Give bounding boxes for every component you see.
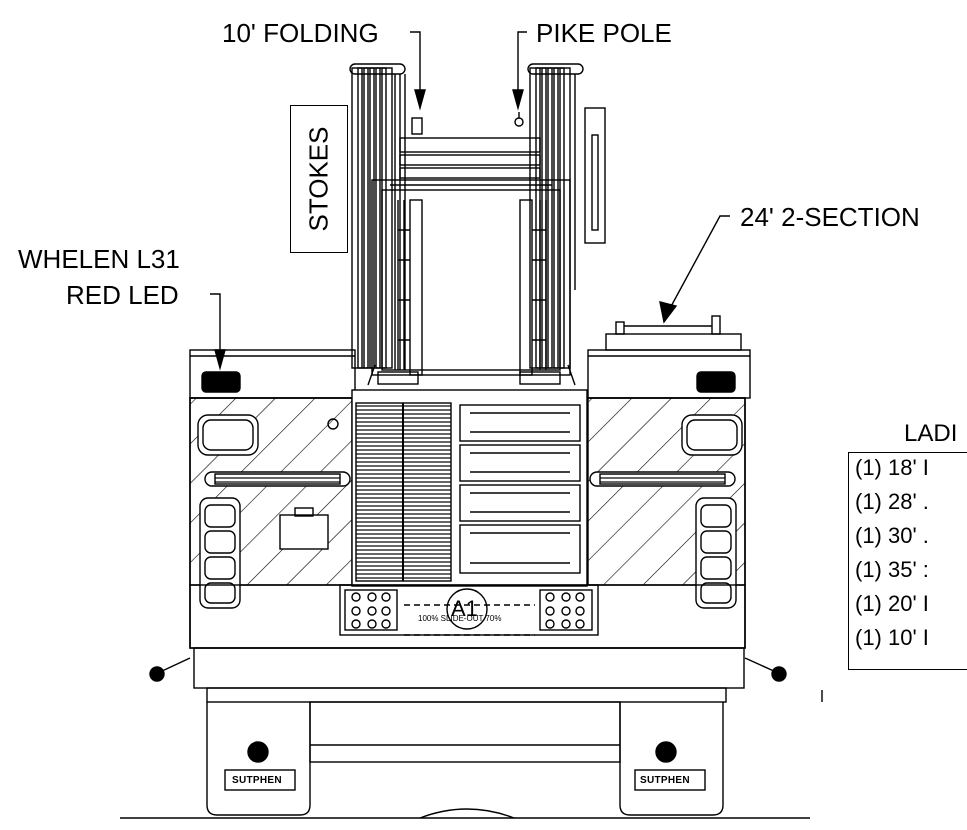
two-section-label: 24' 2-SECTION: [740, 202, 920, 232]
brand-logo-right: SUTPHEN: [640, 775, 690, 786]
stokes-label-box: STOKES: [290, 105, 348, 253]
right-grab-handle: [744, 657, 787, 682]
left-tail-lights: [199, 497, 241, 609]
pike-pole-label: PIKE POLE: [536, 18, 672, 48]
pike-pole-tip: [514, 117, 524, 127]
ladder-table-title: LADI: [904, 420, 958, 447]
whelen-light-left: [201, 371, 241, 393]
stokes-label: STOKES: [303, 126, 334, 232]
right-mud-flap: [619, 702, 724, 816]
leader-lines: [210, 31, 730, 371]
ladder-table: (1) 18' I (1) 28' . (1) 30' . (1) 35' : …: [848, 452, 967, 670]
left-grab-handle: [149, 657, 191, 682]
a1-badge-circle: [446, 588, 488, 630]
right-tail-lights: [695, 497, 737, 609]
rear-body: [149, 315, 787, 819]
stray-mark: I: [818, 676, 822, 706]
left-mud-flap: [206, 702, 311, 816]
whelen-light-right: [696, 371, 736, 393]
ladder-table-item: (1) 18' I: [855, 455, 929, 480]
ladder-table-item: (1) 10' I: [855, 625, 929, 650]
ladder-table-item: (1) 20' I: [855, 591, 929, 616]
right-ladder-stack: [527, 63, 584, 369]
rack-frame: [371, 179, 571, 376]
brand-logo-left: SUTPHEN: [232, 775, 282, 786]
ladder-table-item: (1) 35' :: [855, 557, 929, 582]
slide-out-label: 100% SLIDE-OUT 70%: [418, 614, 502, 623]
two-section-ladder: [605, 315, 742, 351]
left-ladder-stack: [349, 63, 406, 370]
folding-ladder-label: 10' FOLDING: [222, 18, 379, 48]
whelen-label-line2: RED LED: [66, 280, 179, 310]
compartment-ladders: [459, 404, 581, 574]
ladder-rack: [349, 63, 606, 386]
ladder-table-item: (1) 28' .: [855, 489, 929, 514]
stokes-basket-side: [584, 107, 606, 244]
ladder-table-item: (1) 30' .: [855, 523, 929, 548]
compartment-badge: A1: [451, 596, 478, 621]
whelen-label-line1: WHELEN L31: [18, 244, 180, 274]
